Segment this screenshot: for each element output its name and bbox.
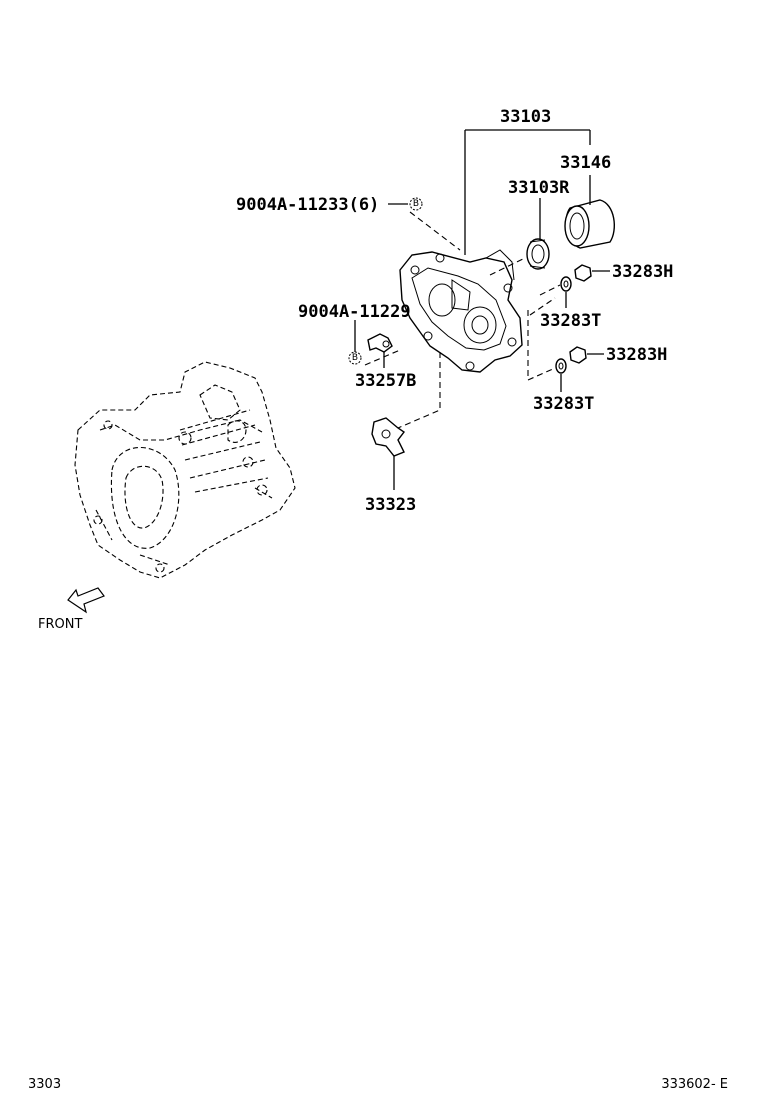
front-arrow-icon <box>67 587 105 614</box>
solid-leader-lines <box>354 129 610 490</box>
part-label-33103[interactable]: 33103 <box>500 107 551 127</box>
part-label-33283h-lower[interactable]: 33283H <box>606 345 667 365</box>
part-label-9004a-11229[interactable]: 9004A-11229 <box>298 302 411 322</box>
part-label-33283t-upper[interactable]: 33283T <box>540 311 601 331</box>
part-label-33323[interactable]: 33323 <box>365 495 416 515</box>
badge-b-lower-label: B <box>352 353 358 363</box>
part-label-9004a-11233[interactable]: 9004A-11233(6) <box>236 195 379 215</box>
dashed-leader-lines <box>364 211 561 429</box>
bracket-33257b-illustration <box>367 333 393 353</box>
front-label: FRONT <box>38 617 82 632</box>
badge-b-lower: B <box>348 351 362 365</box>
gasket-33283t-lower-illustration <box>555 358 567 374</box>
footer-left-code: 3303 <box>28 1077 61 1092</box>
badge-b-upper: B <box>409 197 423 211</box>
part-label-33257b[interactable]: 33257B <box>355 371 416 391</box>
plug-33283h-lower-illustration <box>569 346 587 364</box>
part-label-33103r[interactable]: 33103R <box>508 178 570 198</box>
plug-33283h-upper-illustration <box>574 264 592 282</box>
gasket-33283t-upper-illustration <box>560 276 572 292</box>
part-label-33146[interactable]: 33146 <box>560 153 611 173</box>
oil-seal-33146-illustration <box>564 199 616 249</box>
badge-b-upper-label: B <box>413 199 419 209</box>
footer-right-code: 333602- E <box>661 1077 728 1092</box>
extension-housing-illustration <box>399 249 523 373</box>
transmission-case-illustration <box>74 361 296 579</box>
lever-33323-illustration <box>371 417 406 457</box>
bearing-33103r-illustration <box>526 238 550 270</box>
part-label-33283t-lower[interactable]: 33283T <box>533 394 594 414</box>
part-label-33283h-upper[interactable]: 33283H <box>612 262 673 282</box>
